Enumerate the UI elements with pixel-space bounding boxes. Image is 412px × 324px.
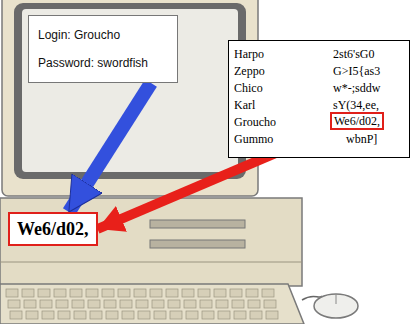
login-field: Login: Groucho: [38, 28, 168, 42]
key: [266, 311, 278, 319]
mouse-button-seam: [336, 294, 337, 304]
key: [186, 311, 198, 319]
user-name: Gummo: [234, 132, 273, 146]
screen: [22, 9, 238, 172]
key: [118, 289, 130, 297]
key: [248, 300, 260, 308]
blue-arrow: [69, 83, 151, 212]
key: [120, 300, 132, 308]
key: [246, 289, 258, 297]
key: [90, 311, 102, 319]
key: [42, 311, 54, 319]
key: [6, 289, 18, 297]
key: [104, 300, 116, 308]
password-hash: We6/d02,: [334, 114, 380, 128]
password-hash: sY(34,ee,: [333, 98, 379, 112]
key: [88, 300, 100, 308]
key: [154, 311, 166, 319]
key: [38, 289, 50, 297]
login-window: Login: GrouchoPassword: swordfish: [28, 15, 178, 83]
key: [168, 300, 180, 308]
key: [202, 311, 214, 319]
key: [72, 300, 84, 308]
monitor-case: [2, 0, 258, 196]
key: [54, 289, 66, 297]
key: [134, 289, 146, 297]
key: [26, 311, 38, 319]
hash-box: We6/d02,: [8, 212, 98, 246]
key: [10, 311, 22, 319]
key: [250, 311, 262, 319]
key: [166, 289, 178, 297]
key: [24, 300, 36, 308]
keyboard: [0, 284, 304, 324]
key: [170, 311, 182, 319]
drive-slot: [150, 220, 245, 228]
user-name: Karl: [234, 98, 255, 112]
password-hash: w*-;sddw: [333, 81, 380, 95]
user-name: Harpo: [234, 47, 264, 61]
case-seam: [0, 262, 302, 263]
key: [40, 300, 52, 308]
password-field: Password: swordfish: [38, 56, 168, 70]
user-name: Zeppo: [234, 64, 265, 78]
keyboard-keys: [6, 289, 278, 319]
key: [150, 289, 162, 297]
key: [138, 311, 150, 319]
key: [232, 300, 244, 308]
key: [106, 311, 118, 319]
key: [200, 300, 212, 308]
user-name: Groucho: [234, 115, 276, 129]
key: [262, 289, 274, 297]
screen-bezel: [14, 3, 246, 179]
computed-hash: We6/d02,: [17, 218, 89, 240]
key: [152, 300, 164, 308]
key: [230, 289, 242, 297]
password-hash: 2st6'sG0: [333, 47, 375, 61]
key: [8, 300, 20, 308]
mouse: [314, 294, 358, 318]
key: [216, 300, 228, 308]
key: [198, 289, 210, 297]
password-hash: G>I5{as3: [333, 64, 380, 78]
key: [214, 289, 226, 297]
key: [102, 289, 114, 297]
key: [56, 300, 68, 308]
key: [58, 311, 70, 319]
key: [184, 300, 196, 308]
hash-cell: We6/d02,: [330, 112, 384, 130]
key: [122, 311, 134, 319]
user-name: Chico: [234, 81, 263, 95]
key: [218, 311, 230, 319]
password-table: Harpo 2st6'sG0Zeppo G>I5{as3Chico w*-;sddwK…: [228, 40, 410, 158]
key: [86, 289, 98, 297]
key: [74, 311, 86, 319]
key: [234, 311, 246, 319]
key: [182, 289, 194, 297]
drive-slot: [150, 240, 245, 248]
key: [264, 300, 276, 308]
key: [70, 289, 82, 297]
password-hash: wbnP]: [346, 132, 377, 146]
key: [136, 300, 148, 308]
key: [22, 289, 34, 297]
